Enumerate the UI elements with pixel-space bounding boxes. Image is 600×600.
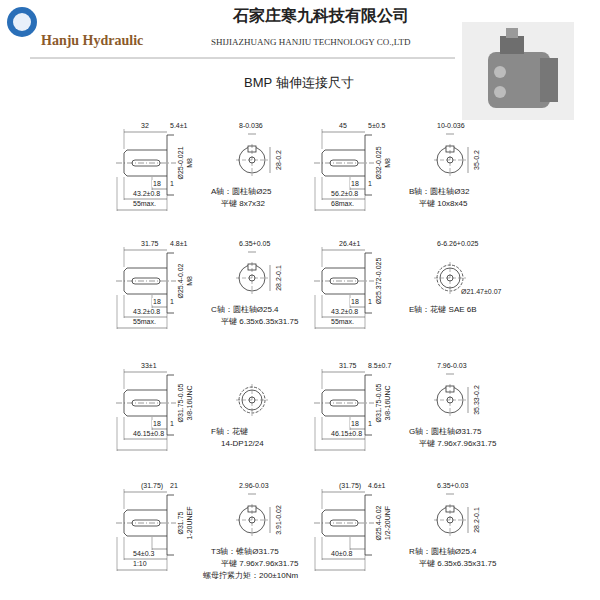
motor-photo bbox=[462, 22, 574, 120]
dimension-label: 35.33-0.2 bbox=[473, 384, 480, 416]
dimension-label: 4.6±1 bbox=[367, 482, 386, 489]
dimension-label: 5±0.5 bbox=[367, 122, 386, 129]
dimension-label: Ø21.47±0.07 bbox=[460, 288, 502, 295]
shaft-caption: F轴：花键 bbox=[210, 428, 249, 436]
dimension-label: Ø31.75-0.05 bbox=[177, 383, 184, 424]
shaft-caption: A轴：圆柱轴Ø25 bbox=[210, 188, 272, 196]
shaft-caption: B轴：圆柱轴Ø32 bbox=[408, 188, 470, 196]
dimension-label: 3/8-16UNC bbox=[186, 384, 193, 421]
dimension-label: 28-0.2 bbox=[275, 149, 282, 171]
shaft-caption: 螺母拧紧力矩：200±10Nm bbox=[202, 572, 299, 580]
dimension-label: 55max. bbox=[132, 318, 157, 325]
shaft-caption: 14-DP12/24 bbox=[220, 440, 265, 448]
shaft-caption: 平键 6.35x6.35x31.75 bbox=[220, 318, 299, 326]
dimension-label: 1 bbox=[367, 180, 373, 187]
shaft-caption: 平键 7.96x7.96x31.75 bbox=[418, 440, 497, 448]
title: BMP 轴伸连接尺寸 bbox=[243, 76, 355, 89]
dimension-label: 21 bbox=[169, 482, 179, 489]
dimension-label: 46.15±0.8 bbox=[132, 430, 165, 437]
dimension-label: 7.96-0.03 bbox=[436, 362, 468, 369]
dimension-label: 6.35+0.05 bbox=[238, 240, 271, 247]
dimension-label: 28.2-0.1 bbox=[473, 506, 480, 534]
dimension-label: 4.8±1 bbox=[169, 240, 188, 247]
dimension-label: 43.2±0.8 bbox=[132, 190, 161, 197]
dimension-label: 6-6.26+0.025 bbox=[436, 240, 479, 247]
dimension-label: Ø31.75 bbox=[177, 511, 184, 536]
dimension-label: 8.5±0.7 bbox=[367, 362, 392, 369]
dimension-label: 40±0.8 bbox=[330, 550, 353, 557]
dimension-label: 18 bbox=[152, 420, 162, 427]
dimension-label: 3/8-16UNC bbox=[384, 384, 391, 421]
dimension-label: 56.2±0.8 bbox=[330, 190, 359, 197]
dimension-label: 33±1 bbox=[140, 362, 158, 369]
company-name: 石家庄寒九科技有限公司 bbox=[232, 8, 410, 24]
shaft-caption: E轴：花键 SAE 6B bbox=[408, 306, 478, 314]
dimension-label: 8-0.036 bbox=[238, 122, 264, 129]
shaft-caption: C轴：圆柱轴Ø25.4 bbox=[210, 306, 280, 314]
shaft-caption: 平键 8x7x32 bbox=[220, 200, 266, 208]
dimension-label: 45 bbox=[338, 122, 348, 129]
dimension-label: 28.2-0.1 bbox=[275, 264, 282, 292]
dimension-label: 1 bbox=[367, 420, 373, 427]
company-name: SHIJIAZHUANG HANJIU TECHNOLOGY CO.,LTD bbox=[210, 38, 411, 47]
dimension-label: 32 bbox=[140, 122, 150, 129]
dimension-label: 18 bbox=[350, 298, 360, 305]
dimension-label: 31.75 bbox=[140, 240, 160, 247]
shaft-side-view bbox=[116, 129, 374, 571]
dimension-label: 18 bbox=[152, 298, 162, 305]
dimension-label: 10-0.036 bbox=[436, 122, 466, 129]
dimension-label: 68max. bbox=[330, 200, 355, 207]
dimension-label: 26.4±1 bbox=[338, 240, 361, 247]
dimension-label: 46.15±0.8 bbox=[330, 430, 363, 437]
dimension-label: M8 bbox=[186, 157, 193, 169]
dimension-label: 43.2±0.8 bbox=[132, 308, 161, 315]
dimension-label: 1/2-20UNF bbox=[384, 505, 391, 541]
dimension-label: Ø25-0.021 bbox=[177, 145, 184, 180]
dimension-label: 1:10 bbox=[132, 560, 148, 567]
dimension-label: 1 bbox=[169, 180, 175, 187]
dimension-label: 3.91-0.02 bbox=[275, 504, 282, 536]
dimension-label: 35-0.2 bbox=[473, 149, 480, 171]
dimension-label: Ø25.4-0.02 bbox=[375, 504, 382, 541]
dimension-label: 1-20UNEF bbox=[186, 505, 193, 540]
shaft-caption: G轴：圆柱轴Ø31.75 bbox=[408, 428, 482, 436]
dimension-label: 1 bbox=[367, 298, 373, 305]
dimension-label: 31.75 bbox=[338, 362, 358, 369]
shaft-caption: 平键 6.35x6.35x31.75 bbox=[418, 560, 497, 568]
shaft-caption: 平键 10x8x45 bbox=[418, 200, 468, 208]
shaft-caption: T3轴：锥轴Ø31.75 bbox=[210, 548, 280, 556]
dimension-label: Ø25.4-0.02 bbox=[177, 262, 184, 299]
dimension-label: 18 bbox=[350, 420, 360, 427]
dimension-label: 6.35+0.03 bbox=[436, 482, 469, 489]
dimension-label: 18 bbox=[350, 180, 360, 187]
dimension-label: Ø31.75-0.05 bbox=[375, 383, 382, 424]
logo bbox=[13, 13, 31, 31]
dimension-label: 55max. bbox=[132, 200, 157, 207]
dimension-label: (31.75) bbox=[338, 482, 362, 489]
dimension-label: Ø25.372-0.025 bbox=[375, 257, 382, 306]
dimension-label: M8 bbox=[384, 157, 391, 169]
dimension-label: 18 bbox=[152, 180, 162, 187]
company-name: Hanju Hydraulic bbox=[40, 34, 144, 48]
dimension-label: 54±0.3 bbox=[132, 550, 155, 557]
shaft-caption: R轴：圆柱轴Ø25.4 bbox=[408, 548, 478, 556]
dimension-label: 2.96-0.03 bbox=[238, 482, 270, 489]
header-rule bbox=[30, 58, 455, 59]
dimension-label: M8 bbox=[186, 275, 193, 287]
dimension-label: 55max. bbox=[330, 318, 355, 325]
logo bbox=[7, 7, 37, 37]
dimension-label: Ø32-0.025 bbox=[375, 145, 382, 180]
shaft-caption: 平键 7.96x7.96x31.75 bbox=[220, 560, 299, 568]
dimension-label: (31.75) bbox=[140, 482, 164, 489]
dimension-label: 1 bbox=[169, 298, 175, 305]
dimension-label: 1 bbox=[169, 420, 175, 427]
dimension-label: 43.2±0.8 bbox=[330, 308, 359, 315]
dimension-label: 5.4±1 bbox=[169, 122, 188, 129]
